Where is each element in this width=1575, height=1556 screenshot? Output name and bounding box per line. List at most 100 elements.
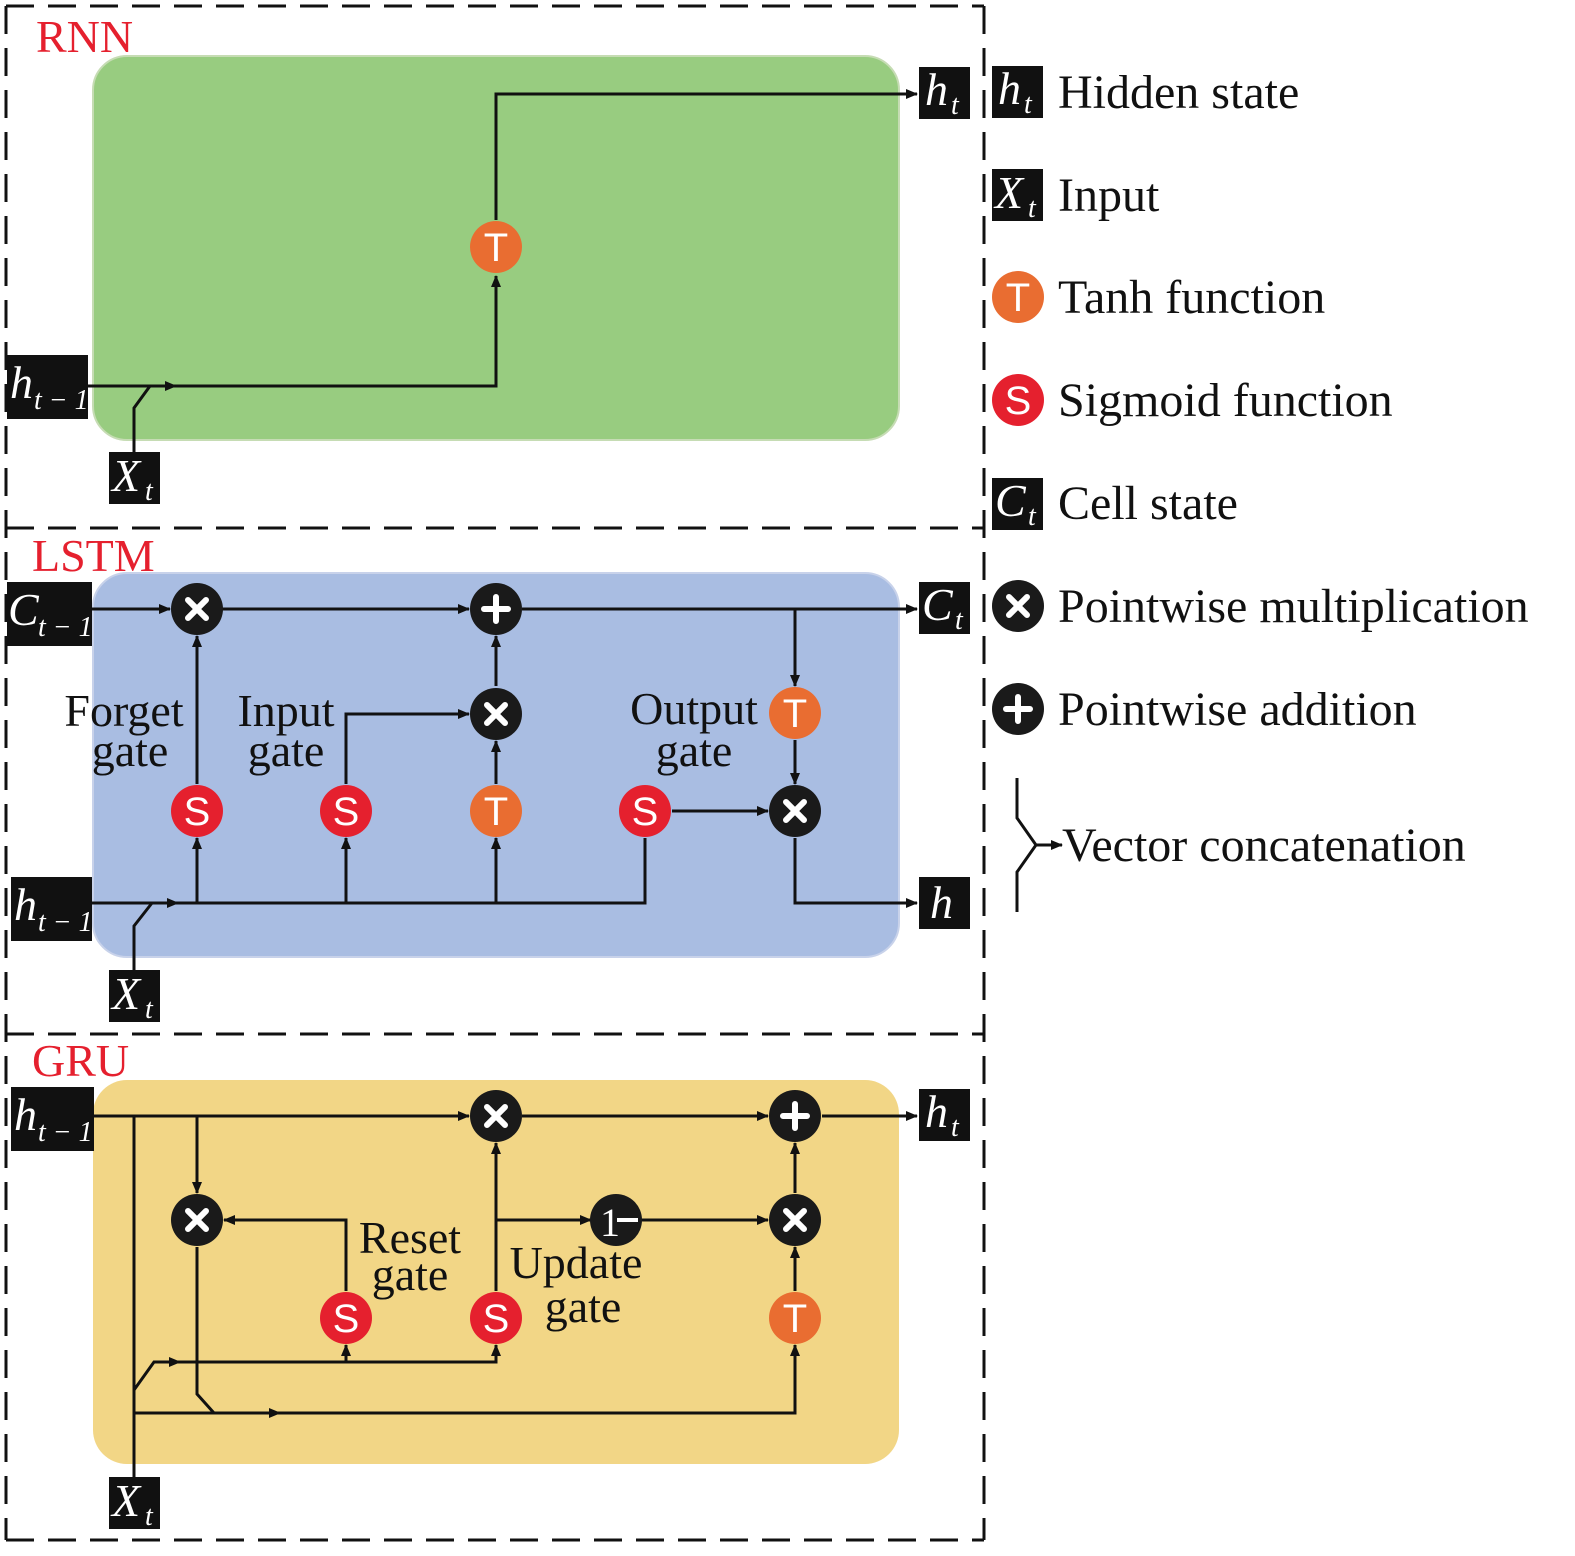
gru-connections: [94, 1111, 918, 1477]
svg-text:Forget: Forget: [64, 685, 183, 736]
rnn-hidden-input-box: h t − 1: [7, 355, 89, 419]
svg-text:S: S: [483, 1297, 510, 1341]
svg-text:C: C: [922, 579, 954, 630]
lstm-output-sigmoid-node: S: [619, 785, 671, 837]
legend-mult: Pointwise multiplication: [992, 580, 1529, 633]
legend-hidden-state: h t Hidden state: [992, 63, 1299, 120]
svg-text:t: t: [1024, 89, 1033, 120]
gru-update-mult-node: [769, 1194, 821, 1246]
svg-text:Reset: Reset: [359, 1212, 461, 1263]
lstm-input-gate-label: Input gate: [237, 685, 334, 776]
gru-update-gate-label: Update gate: [510, 1237, 643, 1332]
gru-output-add-node: [769, 1090, 821, 1142]
svg-text:S: S: [333, 790, 360, 834]
svg-text:S: S: [184, 790, 211, 834]
svg-text:C: C: [995, 475, 1027, 526]
lstm-forget-sigmoid-node: S: [171, 785, 223, 837]
rnn-connections: [88, 89, 918, 452]
svg-text:t: t: [1028, 501, 1037, 532]
svg-text:C: C: [8, 584, 40, 635]
lstm-input-mult-node: [470, 688, 522, 740]
lstm-title: LSTM: [32, 530, 155, 581]
rnn-input-box: X t: [109, 450, 160, 507]
svg-text:gate: gate: [92, 725, 169, 776]
gru-reset-gate-label: Reset gate: [359, 1212, 461, 1300]
svg-text:t: t: [951, 90, 960, 121]
lstm-forget-gate-label: Forget gate: [64, 685, 183, 776]
svg-text:t − 1: t − 1: [38, 1117, 93, 1148]
svg-text:Sigmoid function: Sigmoid function: [1058, 374, 1393, 427]
gru-hidden-mult-node: [470, 1090, 522, 1142]
lstm-cell-tanh-node: T: [769, 687, 821, 739]
gru-reset-mult-node: [171, 1194, 223, 1246]
svg-text:gate: gate: [656, 725, 733, 776]
lstm-output-mult-node: [769, 785, 821, 837]
svg-text:1: 1: [600, 1200, 620, 1245]
svg-text:t: t: [955, 605, 964, 636]
rnn-hidden-output-box: h t: [919, 64, 970, 121]
lstm-cell-input-box: C t − 1: [7, 582, 93, 646]
legend-tanh: T Tanh function: [992, 271, 1325, 324]
legend: h t Hidden state X t Input T Tanh functi…: [992, 63, 1529, 912]
svg-text:gate: gate: [248, 725, 325, 776]
lstm-connections: [92, 604, 918, 970]
svg-text:S: S: [333, 1297, 360, 1341]
svg-text:h: h: [925, 1086, 948, 1137]
lstm-cell-output-box: C t: [919, 579, 970, 636]
svg-text:X: X: [110, 450, 142, 501]
section-borders: [4, 4, 986, 1542]
gru-input-box: X t: [109, 1475, 160, 1532]
svg-text:Input: Input: [237, 685, 334, 736]
svg-text:t: t: [145, 994, 154, 1025]
lstm-cell-add-node: [470, 583, 522, 635]
svg-text:T: T: [783, 692, 807, 736]
svg-text:S: S: [1005, 379, 1032, 423]
rnn-title: RNN: [36, 11, 133, 62]
svg-text:S: S: [632, 790, 659, 834]
svg-text:h: h: [14, 1089, 37, 1140]
gru-candidate-tanh-node: T: [769, 1292, 821, 1344]
svg-text:gate: gate: [545, 1281, 622, 1332]
svg-text:X: X: [993, 167, 1025, 218]
gru-hidden-output-box: h t: [919, 1086, 970, 1143]
svg-text:h: h: [925, 64, 948, 115]
svg-text:X: X: [110, 1475, 142, 1526]
gru-title: GRU: [32, 1035, 129, 1086]
svg-text:h: h: [998, 63, 1021, 114]
svg-text:t − 1: t − 1: [38, 907, 93, 938]
svg-text:t: t: [145, 1501, 154, 1532]
lstm-forget-mult-node: [171, 583, 223, 635]
legend-cell-state: C t Cell state: [992, 475, 1238, 532]
svg-text:Vector concatenation: Vector concatenation: [1062, 819, 1466, 872]
legend-sigmoid: S Sigmoid function: [992, 374, 1393, 427]
svg-text:Output: Output: [630, 683, 758, 734]
svg-text:Input: Input: [1058, 169, 1160, 222]
legend-concat: Vector concatenation: [1015, 778, 1466, 912]
svg-text:t: t: [145, 476, 154, 507]
svg-text:h: h: [10, 357, 33, 408]
svg-text:Tanh function: Tanh function: [1058, 271, 1325, 324]
svg-text:Update: Update: [510, 1237, 643, 1288]
lstm-hidden-input-box: h t − 1: [11, 877, 93, 941]
svg-text:gate: gate: [372, 1249, 449, 1300]
gru-one-minus-node: 1: [590, 1194, 642, 1246]
svg-text:Cell state: Cell state: [1058, 477, 1238, 530]
lstm-candidate-tanh-node: T: [470, 785, 522, 837]
svg-text:X: X: [110, 968, 142, 1019]
gru-hidden-input-box: h t − 1: [11, 1087, 94, 1151]
lstm-hidden-output-box: h: [919, 877, 970, 929]
lstm-input-sigmoid-node: S: [320, 785, 372, 837]
svg-text:t − 1: t − 1: [34, 385, 89, 416]
svg-text:Hidden state: Hidden state: [1058, 66, 1299, 119]
svg-text:T: T: [484, 790, 508, 834]
rnn-tanh-node: T: [470, 221, 522, 273]
svg-text:Pointwise multiplication: Pointwise multiplication: [1058, 580, 1529, 633]
svg-text:h: h: [14, 879, 37, 930]
legend-input: X t Input: [992, 167, 1160, 224]
gru-reset-sigmoid-node: S: [320, 1292, 372, 1344]
gru-update-sigmoid-node: S: [470, 1292, 522, 1344]
svg-text:t: t: [951, 1112, 960, 1143]
svg-text:t − 1: t − 1: [38, 612, 93, 643]
svg-text:T: T: [783, 1297, 807, 1341]
